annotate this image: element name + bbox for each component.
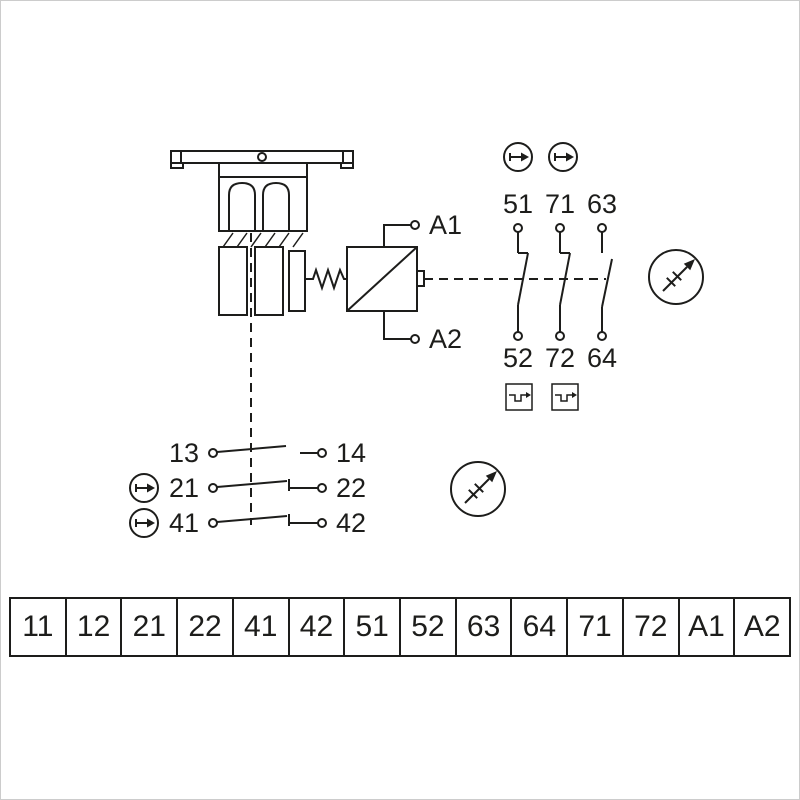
- terminal-cell: 63: [454, 599, 511, 655]
- terminal-cell: 64: [510, 599, 566, 655]
- terminal-cell: 12: [64, 599, 121, 655]
- terminal-a1: [410, 220, 420, 230]
- contact-row-41-42: 41 42: [129, 508, 366, 538]
- non-defeatable-icon: [648, 249, 704, 305]
- terminal-cell: 72: [621, 599, 678, 655]
- terminal-label-21: 21: [169, 473, 199, 503]
- solenoid-coil: A1 A2: [346, 210, 462, 354]
- contact-row-13-14: 13 14: [169, 438, 366, 468]
- plunger-actuator-icon: [551, 383, 579, 411]
- contact-pole-63-64: [597, 223, 613, 341]
- terminal-label-13: 13: [169, 438, 199, 468]
- terminal-cell: 41: [231, 599, 288, 655]
- contact-pole-71-72: [555, 223, 571, 341]
- terminal-label-42: 42: [336, 508, 366, 538]
- actuation-direction-icon: [129, 508, 159, 538]
- terminal-label-51: 51: [503, 189, 533, 219]
- terminal-strip: 11 12 21 22 41 42 51 52 63 64 71 72 A1 A…: [9, 597, 791, 657]
- terminal-label-72: 72: [545, 343, 575, 373]
- terminal-label-14: 14: [336, 438, 366, 468]
- limit-switch-head: [170, 150, 354, 316]
- return-spring: [305, 266, 347, 292]
- contact-row-21-22: 21 22: [129, 473, 366, 503]
- terminal-label-52: 52: [503, 343, 533, 373]
- terminal-label-63: 63: [587, 189, 617, 219]
- terminal-cell: 22: [176, 599, 232, 655]
- terminal-label-a1: A1: [429, 210, 462, 240]
- terminal-cell: 21: [120, 599, 176, 655]
- plunger-actuator-icon: [505, 383, 533, 411]
- terminal-label-22: 22: [336, 473, 366, 503]
- actuation-direction-icon: [548, 142, 578, 172]
- terminal-cell: 42: [287, 599, 344, 655]
- plunger-right: [262, 181, 290, 231]
- non-defeatable-icon: [450, 461, 506, 517]
- section-hatching: [222, 232, 304, 248]
- actuator-collar: [218, 162, 308, 232]
- safety-contact-block: 51 71 63 52 72: [503, 142, 617, 411]
- terminal-label-a2: A2: [429, 324, 462, 354]
- terminal-label-71: 71: [545, 189, 575, 219]
- terminal-label-64: 64: [587, 343, 617, 373]
- terminal-cell: 51: [343, 599, 399, 655]
- mounting-plate: [170, 150, 354, 169]
- actuation-direction-icon: [129, 473, 159, 503]
- contact-pole-51-52: [513, 223, 529, 341]
- terminal-a2: [410, 334, 420, 344]
- terminal-cell: 11: [22, 610, 54, 643]
- aux-contact-block: 13 14 21 22 41 42: [129, 438, 366, 538]
- terminal-cell: A2: [733, 599, 789, 655]
- terminal-cell: 52: [399, 599, 455, 655]
- mounting-screw-icon: [257, 152, 267, 162]
- plunger-left: [228, 181, 256, 231]
- terminal-label-41: 41: [169, 508, 199, 538]
- terminal-cell: A1: [677, 599, 734, 655]
- switch-body-blocks: [218, 246, 306, 316]
- actuation-direction-icon: [503, 142, 533, 172]
- terminal-cell: 71: [566, 599, 622, 655]
